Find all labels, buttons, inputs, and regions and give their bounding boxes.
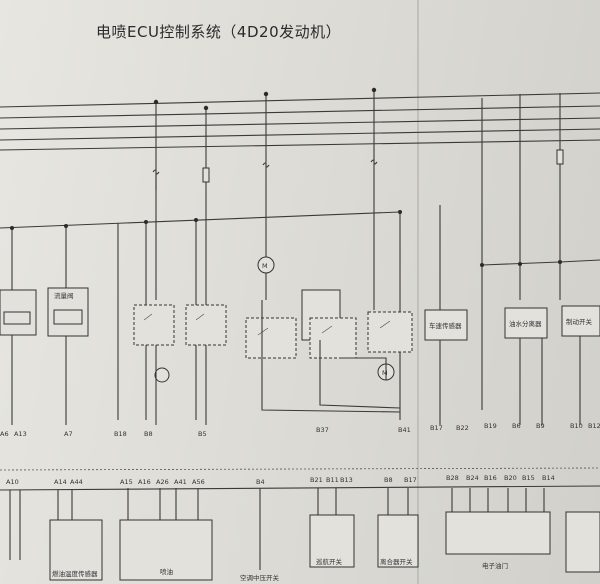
pin-label: B13 [340,476,353,484]
pin-label: B24 [466,474,479,482]
pin-label: A15 [120,478,133,486]
bottom-boxes [49,511,600,581]
relay-boxes [133,289,413,359]
pin-label: B17 [430,424,443,432]
pin-label: A26 [156,478,169,486]
pin-label: A7 [64,430,73,438]
pin-labels-bottom: A10 A14 A44 A15 A16 A26 A41 A56 B4 B21 B… [6,474,555,486]
pin-label: B6 [512,422,521,430]
pin-label: B11 [326,476,339,484]
pin-label: B37 [316,426,329,434]
pin-label: B17 [404,476,417,484]
pin-labels-mid: A6 A13 A7 B18 B8 B5 B37 B41 B17 B22 B19 … [0,422,600,438]
module-label-flow-valve: 流量阀 [54,291,74,300]
diagram-title: 电喷ECU控制系统（4D20发动机） [96,23,342,41]
svg-text:M: M [382,369,388,377]
module-boxes [0,287,600,341]
pin-label: A16 [138,478,151,486]
bottom-label-switch-c: 离合器开关 [380,557,413,566]
pin-label: B28 [446,474,459,482]
pin-label: A14 [54,478,67,486]
junction-dots [10,87,562,267]
bottom-label-injector: 喷油 [160,567,173,576]
pin-label: B16 [484,474,497,482]
pin-label: B8 [384,476,393,484]
pin-label: B19 [484,422,497,430]
pin-label: A44 [70,478,83,486]
pin-label: B18 [114,430,127,438]
module-label-sensor-b: 油水分离器 [509,319,542,328]
bottom-label-switch-a: 空调中压开关 [240,573,280,582]
pin-label: B12 [588,422,600,430]
bottom-label-switch-b: 巡航开关 [316,557,343,566]
pin-label: B14 [542,474,555,482]
lower-wiring [11,300,581,425]
pin-label: B20 [504,474,517,482]
pin-label: B8 [144,430,153,438]
pin-label: A10 [6,478,19,486]
bottom-label-pedal: 电子油门 [482,561,508,570]
pin-label: B41 [398,426,411,434]
ecu-boundary [0,467,600,471]
pin-label: B21 [310,476,323,484]
pin-label: B5 [198,430,207,438]
pin-label: A56 [192,478,205,486]
fuse-icons [152,149,564,190]
pin-label: B22 [456,424,469,432]
pin-label: B9 [536,422,545,430]
pin-label: A13 [14,430,27,438]
module-label-sensor-c: 制动开关 [566,317,593,326]
pin-label: A41 [174,478,187,486]
pin-label: B4 [256,478,265,486]
pin-label: B10 [570,422,583,430]
svg-text:M: M [262,262,268,270]
pin-label: B15 [522,474,535,482]
power-bus [0,92,600,229]
pin-label: A6 [0,430,9,438]
bottom-label-temp-sensor: 燃油温度传感器 [52,569,98,578]
module-label-sensor-a: 车速传感器 [429,321,462,330]
